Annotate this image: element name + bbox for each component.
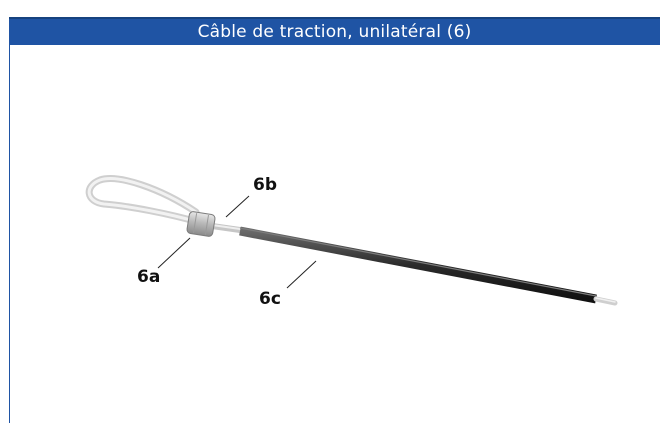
callout-6b: 6b	[253, 175, 277, 195]
figure-title: Câble de traction, unilatéral (6)	[9, 17, 660, 45]
bare-wire	[209, 223, 243, 233]
callout-6c: 6c	[259, 289, 281, 309]
sheathed-cable	[239, 226, 597, 304]
cable-tip	[593, 296, 618, 306]
wire-loop	[85, 175, 202, 226]
callout-6a: 6a	[137, 267, 160, 287]
leader-line-6a	[157, 237, 191, 269]
crimp-sleeve	[186, 211, 216, 237]
leader-line-6c	[286, 260, 317, 289]
frame-left-rule	[9, 45, 10, 423]
leader-line-6b	[225, 195, 250, 218]
